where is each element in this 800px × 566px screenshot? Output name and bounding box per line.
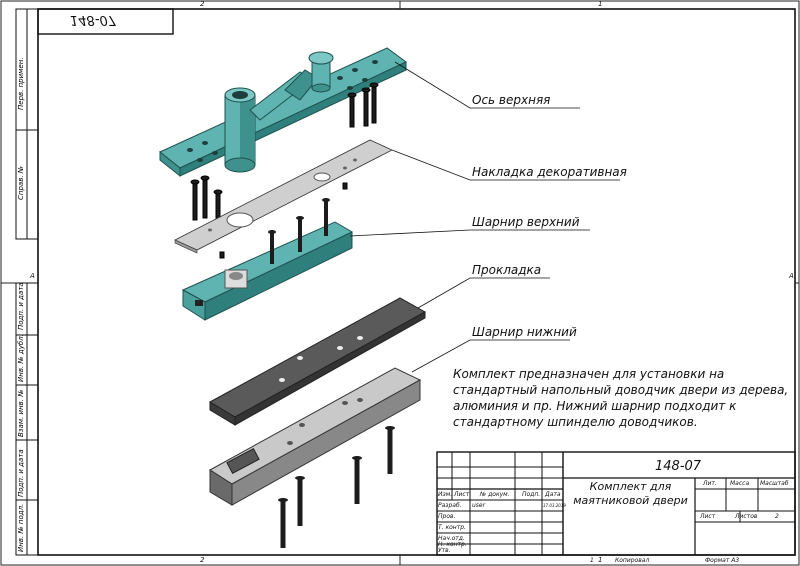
callout-upper-hinge: Шарнир верхний [472, 215, 580, 229]
copied-label: Копировал [615, 557, 650, 564]
callout-top-axis: Ось верхняя [472, 93, 551, 107]
bottom-screws [278, 426, 395, 548]
format-label: Формат А3 [705, 557, 740, 564]
upper-hinge-part [181, 221, 354, 321]
zone-mark-right: A [789, 272, 794, 280]
developer-date: 17.03.2019 [543, 503, 566, 508]
leader-lines [349, 61, 620, 373]
row-label-prov: Пров. [438, 513, 456, 520]
col-header-list: Лист [454, 491, 470, 498]
lit-label: Лит. [703, 480, 717, 487]
lower-hinge-part [209, 367, 422, 506]
col-header-izm: Изм. [438, 491, 453, 498]
zone-mark-bottom-left: 2 [200, 556, 205, 564]
col-header-podp: Подп. [522, 491, 541, 498]
drawing-number-mirrored: 148-07 [70, 12, 117, 27]
side-label-perv-primen: Перв. примен. [17, 57, 25, 110]
title-block-number: 148-07 [655, 459, 702, 474]
spacer-part [208, 297, 427, 426]
top-axis-part [159, 47, 407, 178]
col-header-data: Дата [545, 491, 561, 498]
side-label-podp-data-2: Подп. и дата [17, 449, 25, 497]
scale-label: Масштаб [760, 480, 789, 487]
title-block [436, 451, 796, 556]
side-label-inv-podl: Инв. № подл. [17, 503, 25, 552]
row-label-n-kontr: Н. контр. [438, 541, 467, 548]
zone-mark-bottom-right: 1 [598, 556, 603, 564]
hinge-screws [268, 198, 330, 264]
bottom-sheet-number: 1 [590, 557, 594, 564]
row-label-razrab: Разраб. [438, 502, 462, 509]
row-label-t-kontr: Т. контр. [438, 524, 466, 531]
zone-mark-top-left: 2 [200, 0, 205, 8]
callout-decorative-cover: Накладка декоративная [472, 165, 627, 179]
side-strip [15, 8, 39, 556]
side-label-sprav: Справ. № [17, 165, 25, 200]
zone-mark-left: A [30, 272, 35, 280]
side-label-inv-dubl: Инв. № дубл. [17, 334, 25, 382]
callout-lower-hinge: Шарнир нижний [472, 325, 577, 339]
sheets-label: Листов [735, 513, 758, 520]
row-label-nach-otd: Нач.отд. [438, 535, 465, 542]
sheets-value: 2 [775, 513, 779, 520]
side-label-vzam-inv: Взам. инв. № [17, 389, 25, 437]
description-text: Комплект предназначен для установки на с… [453, 367, 789, 429]
developer-name: user [472, 502, 486, 509]
mass-label: Масса [730, 480, 750, 487]
col-header-doc: № докум. [480, 491, 510, 498]
top-screws [190, 82, 379, 259]
sheet-label: Лист [700, 513, 716, 520]
callout-spacer: Прокладка [472, 263, 542, 277]
zone-mark-top-right: 1 [598, 0, 603, 8]
mirrored-number-box [37, 8, 174, 35]
side-label-podp-data-1: Подп. и дата [17, 282, 25, 330]
title-block-name: Комплект для маятниковой двери [573, 480, 688, 507]
row-label-utv: Утв. [438, 547, 451, 554]
